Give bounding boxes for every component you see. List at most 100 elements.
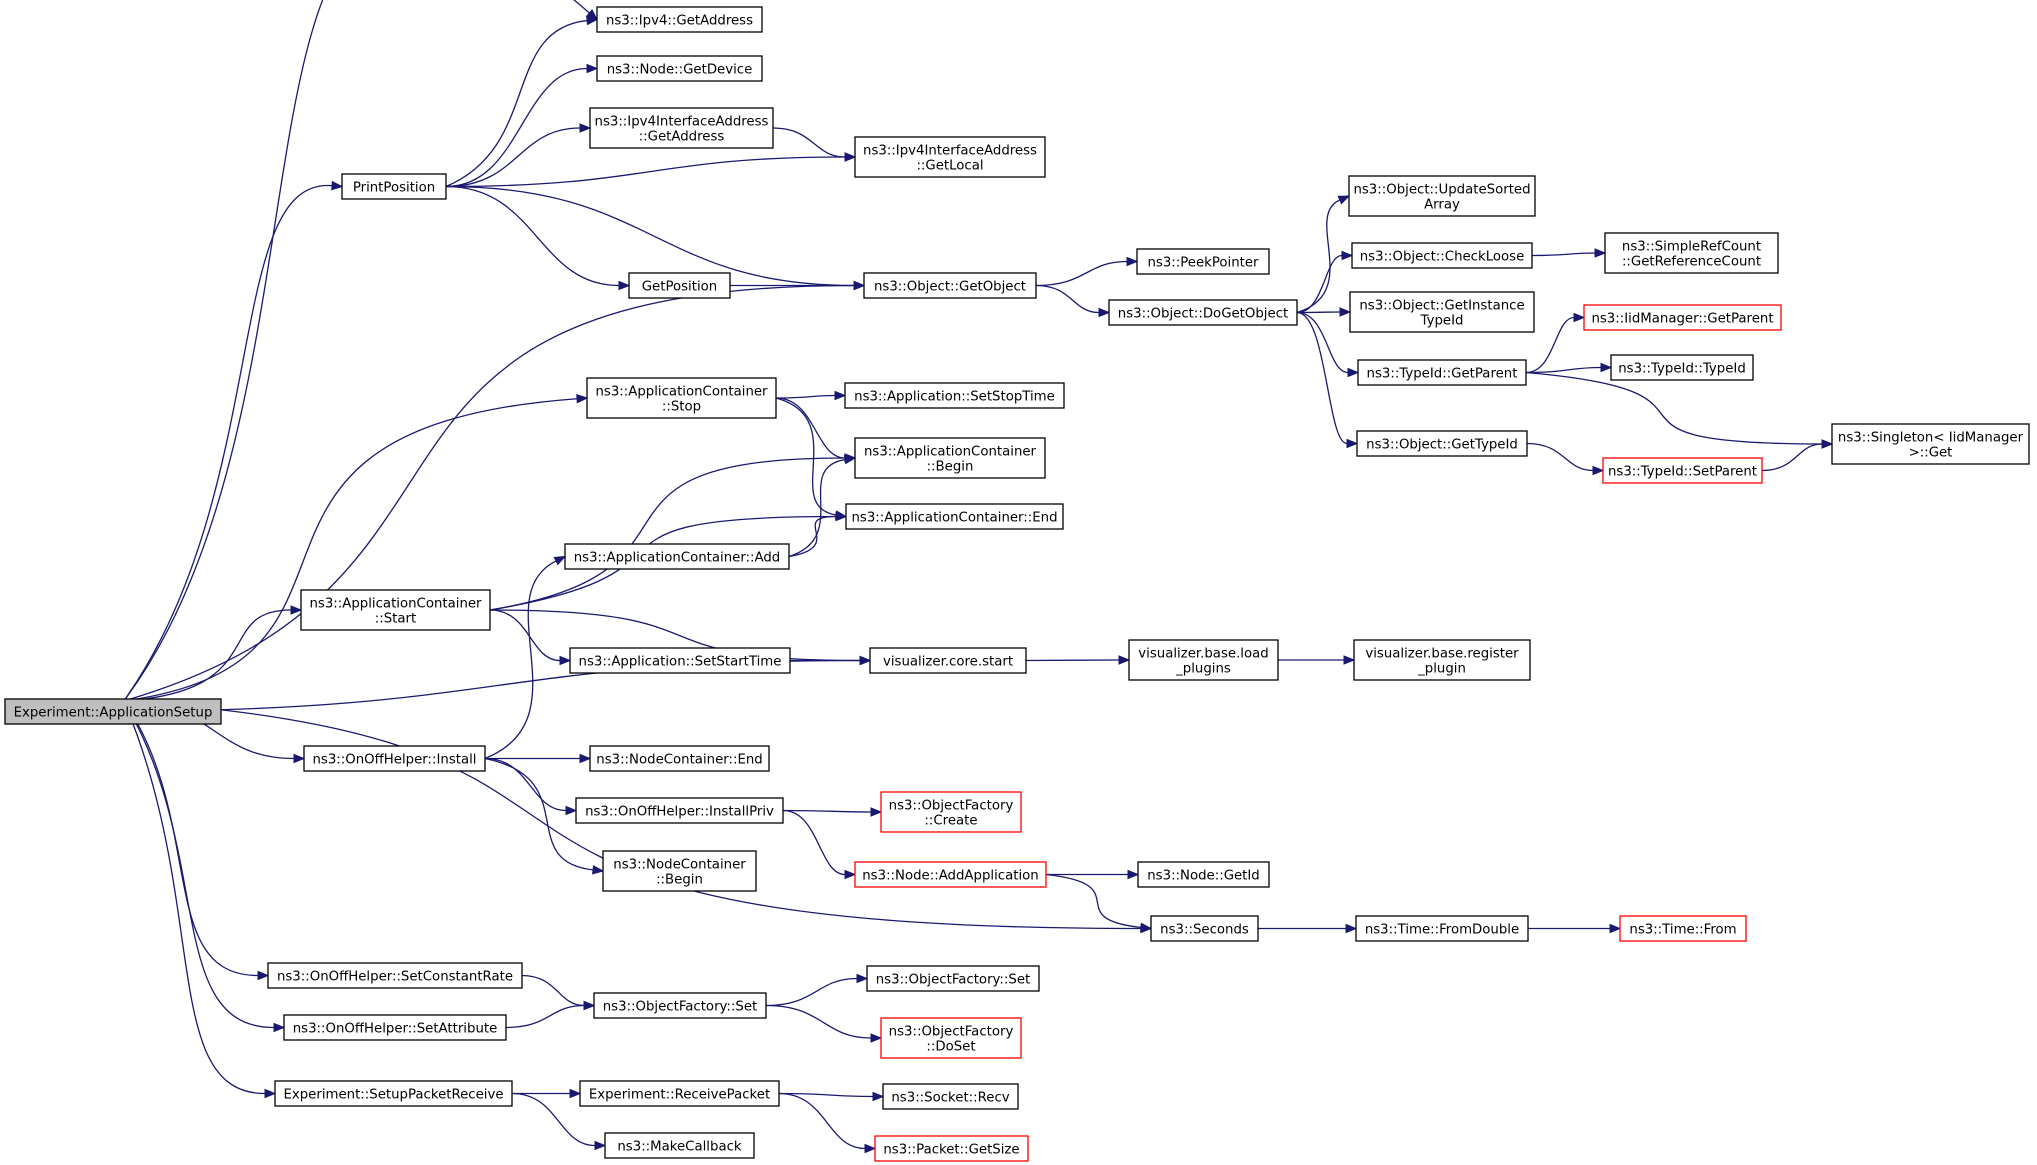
edge-arrowhead [844, 869, 857, 880]
edge-line [775, 394, 836, 399]
edge-recvpkt-to-sockrecv [778, 1091, 885, 1102]
node-checkloose[interactable]: ns3::Object::CheckLoose [1351, 242, 1533, 269]
node-label: ::GetReferenceCount [1622, 255, 1761, 270]
node-srcount[interactable]: ns3::SimpleRefCount::GetReferenceCount [1604, 232, 1779, 274]
edge-arrowhead [1343, 655, 1356, 665]
node-getobject[interactable]: ns3::Object::GetObject [863, 272, 1037, 299]
edge-arrowhead [870, 1033, 883, 1043]
node-box [1610, 354, 1754, 381]
edge-line [484, 757, 594, 871]
node-label: ::Begin [927, 460, 974, 475]
edge-ofset-to-ofdoset [765, 1004, 883, 1043]
node-setrate[interactable]: ns3::OnOffHelper::SetConstantRate [267, 962, 523, 989]
node-setattr[interactable]: ns3::OnOffHelper::SetAttribute [283, 1014, 507, 1041]
node-setstop[interactable]: ns3::Application::SetStopTime [844, 382, 1065, 409]
node-box [1351, 242, 1533, 269]
node-getpos[interactable]: GetPosition [628, 272, 731, 299]
node-label: Experiment::ReceivePacket [589, 1088, 770, 1103]
node-singleton[interactable]: ns3::Singleton< IidManager>::Get [1831, 423, 2030, 465]
node-box [866, 965, 1040, 992]
node-pktsize[interactable]: ns3::Packet::GetSize [874, 1135, 1029, 1162]
edge-root-to-printpos [123, 180, 344, 702]
node-label: ns3::Object::GetTypeId [1366, 438, 1518, 453]
node-box [589, 745, 770, 772]
node-sockrecv[interactable]: ns3::Socket::Recv [882, 1083, 1019, 1110]
node-install[interactable]: ns3::OnOffHelper::Install [303, 745, 486, 772]
edge-recvpkt-to-pktsize [778, 1092, 877, 1154]
edge-line [1531, 252, 1596, 257]
node-ofdoset[interactable]: ns3::ObjectFactory::DoSet [880, 1017, 1022, 1059]
node-root[interactable]: Experiment::ApplicationSetup [4, 698, 222, 725]
node-appstop[interactable]: ns3::ApplicationContainer::Stop [586, 377, 777, 419]
node-box [854, 861, 1047, 888]
node-ncend[interactable]: ns3::NodeContainer::End [589, 745, 770, 772]
node-box [283, 1014, 507, 1041]
edge-line [1035, 284, 1100, 314]
node-seconds[interactable]: ns3::Seconds [1150, 915, 1259, 942]
node-box [267, 962, 523, 989]
node-makecb[interactable]: ns3::MakeCallback [604, 1132, 755, 1159]
node-timefrom[interactable]: ns3::Time::From [1619, 915, 1747, 942]
node-ifaddrget[interactable]: ns3::Ipv4InterfaceAddress::GetAddress [589, 107, 774, 149]
edge-printpos-to-ipv4get [445, 15, 599, 188]
node-recvpkt[interactable]: Experiment::ReceivePacket [579, 1080, 780, 1107]
edge-line [1045, 873, 1142, 929]
edge-line [765, 977, 858, 1007]
node-appstart[interactable]: ns3::ApplicationContainer::Start [300, 589, 491, 631]
node-iidparent[interactable]: ns3::IidManager::GetParent [1583, 304, 1782, 331]
node-box [1108, 299, 1298, 326]
node-fromdouble[interactable]: ns3::Time::FromDouble [1355, 915, 1529, 942]
node-acbegin[interactable]: ns3::ApplicationContainer::Begin [854, 437, 1046, 479]
node-label: ::Start [375, 612, 416, 627]
node-printpos[interactable]: PrintPosition [341, 173, 447, 200]
node-setuprecv[interactable]: Experiment::SetupPacketReceive [274, 1080, 513, 1107]
node-setparent[interactable]: ns3::TypeId::SetParent [1602, 457, 1763, 484]
edge-line [123, 184, 333, 702]
node-vcstart[interactable]: visualizer.core.start [869, 647, 1027, 674]
edge-arrowhead [872, 1091, 885, 1102]
edge-line [775, 397, 846, 459]
node-dogetobj[interactable]: ns3::Object::DoGetObject [1108, 299, 1298, 326]
node-ofset2[interactable]: ns3::ObjectFactory::Set [866, 965, 1040, 992]
edge-arrowhead [553, 555, 567, 566]
node-box [341, 173, 447, 200]
node-nodegetdev[interactable]: ns3::Node::GetDevice [596, 55, 763, 82]
node-setstart[interactable]: ns3::Application::SetStartTime [569, 647, 791, 674]
node-typeidctor[interactable]: ns3::TypeId::TypeId [1610, 354, 1754, 381]
node-box [300, 589, 491, 631]
edge-line [1296, 311, 1341, 314]
edge-getypeid-to-setparent [1526, 442, 1605, 476]
edge-arrowhead [1118, 655, 1131, 665]
edge-install-to-ncend [485, 753, 592, 764]
node-addapp[interactable]: ns3::Node::AddApplication [854, 861, 1047, 888]
edge-line [123, 700, 259, 977]
node-label: ns3::ApplicationContainer [309, 597, 482, 612]
edge-vcstart-to-vbload [1025, 655, 1131, 665]
node-vbreg[interactable]: visualizer.base.register_plugin [1353, 639, 1531, 681]
node-getypeid[interactable]: ns3::Object::GetTypeId [1356, 430, 1528, 457]
edge-arrowhead [1140, 922, 1153, 933]
edge-arrowhead [844, 152, 857, 162]
node-installpriv[interactable]: ns3::OnOffHelper::InstallPriv [575, 797, 784, 824]
node-ofset[interactable]: ns3::ObjectFactory::Set [593, 992, 767, 1019]
node-label: ns3::ApplicationContainer::Add [574, 551, 781, 566]
node-getlocal[interactable]: ns3::Ipv4InterfaceAddress::GetLocal [854, 136, 1046, 178]
node-appadd[interactable]: ns3::ApplicationContainer::Add [564, 543, 790, 570]
node-peekptr[interactable]: ns3::PeekPointer [1136, 248, 1270, 275]
node-label: ns3::Application::SetStartTime [579, 655, 782, 670]
edge-arrowhead [1341, 250, 1354, 261]
node-vbload[interactable]: visualizer.base.load_plugins [1128, 639, 1279, 681]
node-ofcreate[interactable]: ns3::ObjectFactory::Create [880, 791, 1022, 833]
node-ipv4get[interactable]: ns3::Ipv4::GetAddress [596, 6, 763, 33]
node-label: ns3::Singleton< IidManager [1838, 431, 2024, 446]
node-tidgetparent[interactable]: ns3::TypeId::GetParent [1357, 359, 1527, 386]
call-nodes: Experiment::ApplicationSetup PrintPositio… [4, 6, 2030, 1162]
node-nodegetid[interactable]: ns3::Node::GetId [1137, 861, 1270, 888]
node-acend[interactable]: ns3::ApplicationContainer::End [845, 503, 1064, 530]
node-box [1353, 639, 1531, 681]
node-ncbegin[interactable]: ns3::NodeContainer::Begin [602, 850, 757, 892]
edge-setrate-to-ofset [521, 974, 596, 1011]
node-label: PrintPosition [353, 181, 435, 196]
